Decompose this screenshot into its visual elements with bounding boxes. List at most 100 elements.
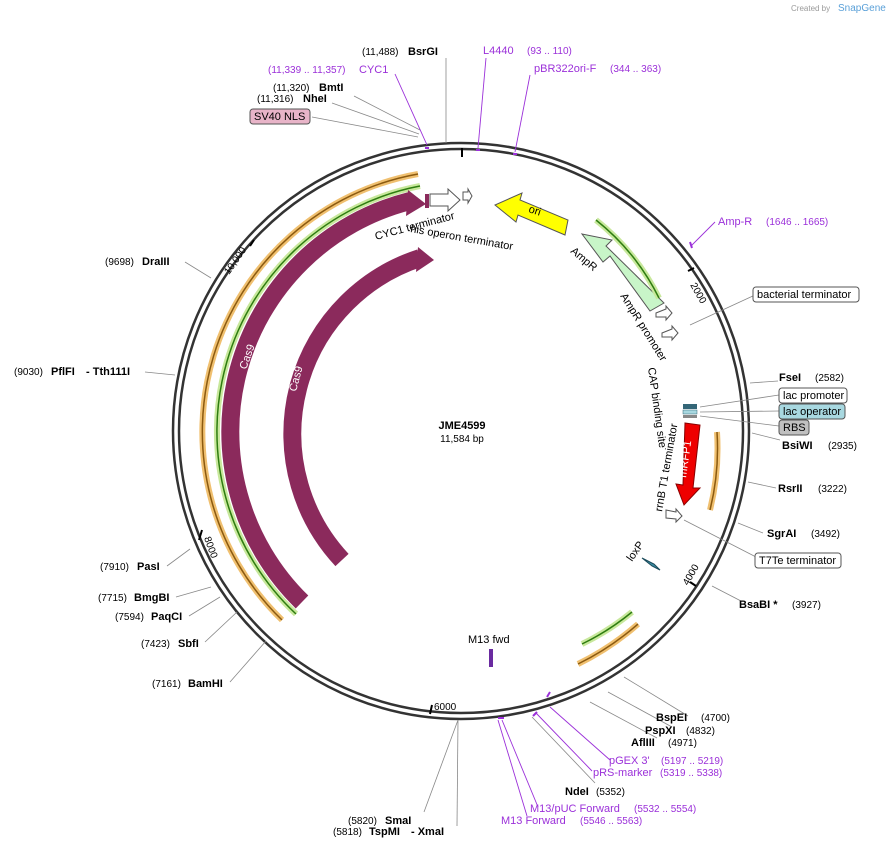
- enzyme-pos-afliii: (4971): [668, 738, 697, 749]
- enzyme-pos-rsrii: (3222): [818, 484, 847, 495]
- lac-region: [682, 404, 698, 418]
- enzyme-bmgbi: BmgBI: [134, 592, 169, 604]
- primer-labels: (11,339 .. 11,357) CYC1 L4440 (93 .. 110…: [268, 45, 828, 827]
- enzyme-pspxi: PspXI: [645, 725, 676, 737]
- primer-l4440: L4440: [483, 45, 514, 57]
- primer-pos-l4440: (93 .. 110): [527, 46, 572, 57]
- enzyme-afliii: AflIII: [631, 737, 655, 749]
- enzyme-pos-bsrgi: (11,488): [362, 47, 399, 58]
- orf-arcs-left: [199, 171, 421, 623]
- primer-pos-pgex3: (5197 .. 5219): [661, 756, 723, 767]
- enzyme-bsabi: BsaBI *: [739, 599, 778, 611]
- rbs-label: RBS: [783, 422, 806, 434]
- primer-prs-marker: pRS-marker: [593, 767, 653, 779]
- enzyme-pflfi: PflFI: [51, 366, 75, 378]
- enzyme-pos-sgrai: (3492): [811, 529, 840, 540]
- enzyme-bsiwi: BsiWI: [782, 440, 813, 452]
- primer-m13-puc-forward: M13/pUC Forward: [530, 803, 620, 815]
- enzyme-labels: (11,488) BsrGI (11,320) BmtI (11,316) Nh…: [14, 46, 857, 838]
- primer-pbr322ori-f: pBR322ori-F: [534, 63, 597, 75]
- ori-label: ori: [527, 203, 542, 218]
- primer-amp-r: Amp-R: [718, 216, 752, 228]
- primer-m13-forward: M13 Forward: [501, 815, 566, 827]
- cap-binding-site-label: CAP binding site: [645, 367, 668, 449]
- primer-pos-pbr322ori-f: (344 .. 363): [610, 64, 661, 75]
- snapgene-logo: SnapGene: [838, 3, 886, 14]
- primer-pos-amp-r: (1646 .. 1665): [766, 217, 828, 228]
- boxed-feature-labels: SV40 NLS bacterial terminator lac promot…: [249, 108, 860, 569]
- enzyme-xmai: - XmaI: [411, 826, 444, 838]
- mrfp1-arrow: [675, 422, 702, 506]
- primer-pos-cyc1: (11,339 .. 11,357): [268, 65, 345, 76]
- enzyme-bspei: BspEI: [656, 712, 687, 724]
- orf-arcs-lower-right: [576, 609, 640, 667]
- enzyme-sbfi: SbfI: [178, 638, 199, 650]
- rrnb-terminator-arrow: [665, 507, 683, 524]
- bacterial-terminator-label: bacterial terminator: [757, 289, 851, 301]
- ampr-promoter-arrow: [655, 304, 673, 322]
- terminator-arrows: [425, 187, 473, 213]
- leader-lines: [144, 58, 781, 827]
- cas9-inner-arc: [283, 247, 434, 567]
- enzyme-bamhi: BamHI: [188, 678, 223, 690]
- created-by-text: Created by: [791, 4, 830, 13]
- enzyme-bmti: BmtI: [319, 82, 343, 94]
- tick-2000: 2000: [687, 281, 708, 306]
- primer-marks: [425, 147, 693, 719]
- enzyme-paqci: PaqCI: [151, 611, 182, 623]
- enzyme-pos-bmgbi: (7715): [98, 593, 127, 604]
- enzyme-tspmi: TspMI: [369, 826, 400, 838]
- loxp-arrow: [641, 557, 661, 571]
- enzyme-pos-bspei: (4700): [701, 713, 730, 724]
- enzyme-pos-fsei: (2582): [815, 373, 844, 384]
- enzyme-pos-nhei: (11,316): [257, 94, 294, 105]
- enzyme-pasi: PasI: [137, 561, 160, 573]
- enzyme-bsrgi: BsrGI: [408, 46, 438, 58]
- tick-6000: 6000: [434, 702, 457, 713]
- enzyme-pos-ndei: (5352): [596, 787, 625, 798]
- enzyme-draiii: DraIII: [142, 256, 170, 268]
- mrfp1-label: mRFP1: [677, 440, 694, 479]
- primer-pos-prs-marker: (5319 .. 5338): [660, 768, 722, 779]
- loxp-label: loxP: [625, 539, 647, 563]
- enzyme-fsei: FseI: [779, 372, 801, 384]
- ori-arrow: [494, 192, 569, 236]
- enzyme-nhei: NheI: [303, 93, 327, 105]
- enzyme-pos-pspxi: (4832): [686, 726, 715, 737]
- lac-operator-label: lac operator: [783, 406, 841, 418]
- enzyme-pos-bamhi: (7161): [152, 679, 181, 690]
- primer-cyc1: CYC1: [359, 64, 388, 76]
- lac-promoter-label: lac promoter: [783, 390, 844, 402]
- m13-fwd-label: M13 fwd: [468, 634, 510, 646]
- plasmid-name: JME4599: [438, 420, 485, 432]
- bacterial-terminator-arrow: [661, 324, 679, 342]
- enzyme-pos-smai: (5820): [348, 816, 377, 827]
- his-operon-terminator-label: his operon terminator: [409, 223, 514, 253]
- enzyme-pos-draiii: (9698): [105, 257, 134, 268]
- plasmid-length: 11,584 bp: [440, 434, 484, 445]
- primer-pos-m13-puc-forward: (5532 .. 5554): [634, 804, 696, 815]
- enzyme-pos-paqci: (7594): [115, 612, 144, 623]
- m13-fwd-marker: [489, 649, 493, 667]
- enzyme-rsrii: RsrII: [778, 483, 802, 495]
- enzyme-pos-bsabi: (3927): [792, 600, 821, 611]
- enzyme-pos-tspmi: (5818): [333, 827, 362, 838]
- primer-leader-lines: [394, 57, 716, 817]
- enzyme-pos-pasi: (7910): [100, 562, 129, 573]
- t7te-terminator-label: T7Te terminator: [759, 555, 836, 567]
- enzyme-sgrai: SgrAI: [767, 528, 796, 540]
- enzyme-pos-pflfi: (9030): [14, 367, 43, 378]
- primer-pgex3: pGEX 3': [609, 755, 650, 767]
- enzyme-tth111i: - Tth111I: [86, 366, 130, 378]
- enzyme-smai: SmaI: [385, 815, 411, 827]
- sv40-nls-label: SV40 NLS: [254, 111, 305, 123]
- primer-pos-m13-forward: (5546 .. 5563): [580, 816, 642, 827]
- enzyme-pos-bsiwi: (2935): [828, 441, 857, 452]
- enzyme-pos-sbfi: (7423): [141, 639, 170, 650]
- enzyme-pos-bmti: (11,320): [273, 83, 310, 94]
- cas9-outer-arc: [221, 190, 426, 609]
- tick-marks: [198, 148, 697, 715]
- enzyme-ndei: NdeI: [565, 786, 589, 798]
- ampr-arrow: [580, 233, 665, 312]
